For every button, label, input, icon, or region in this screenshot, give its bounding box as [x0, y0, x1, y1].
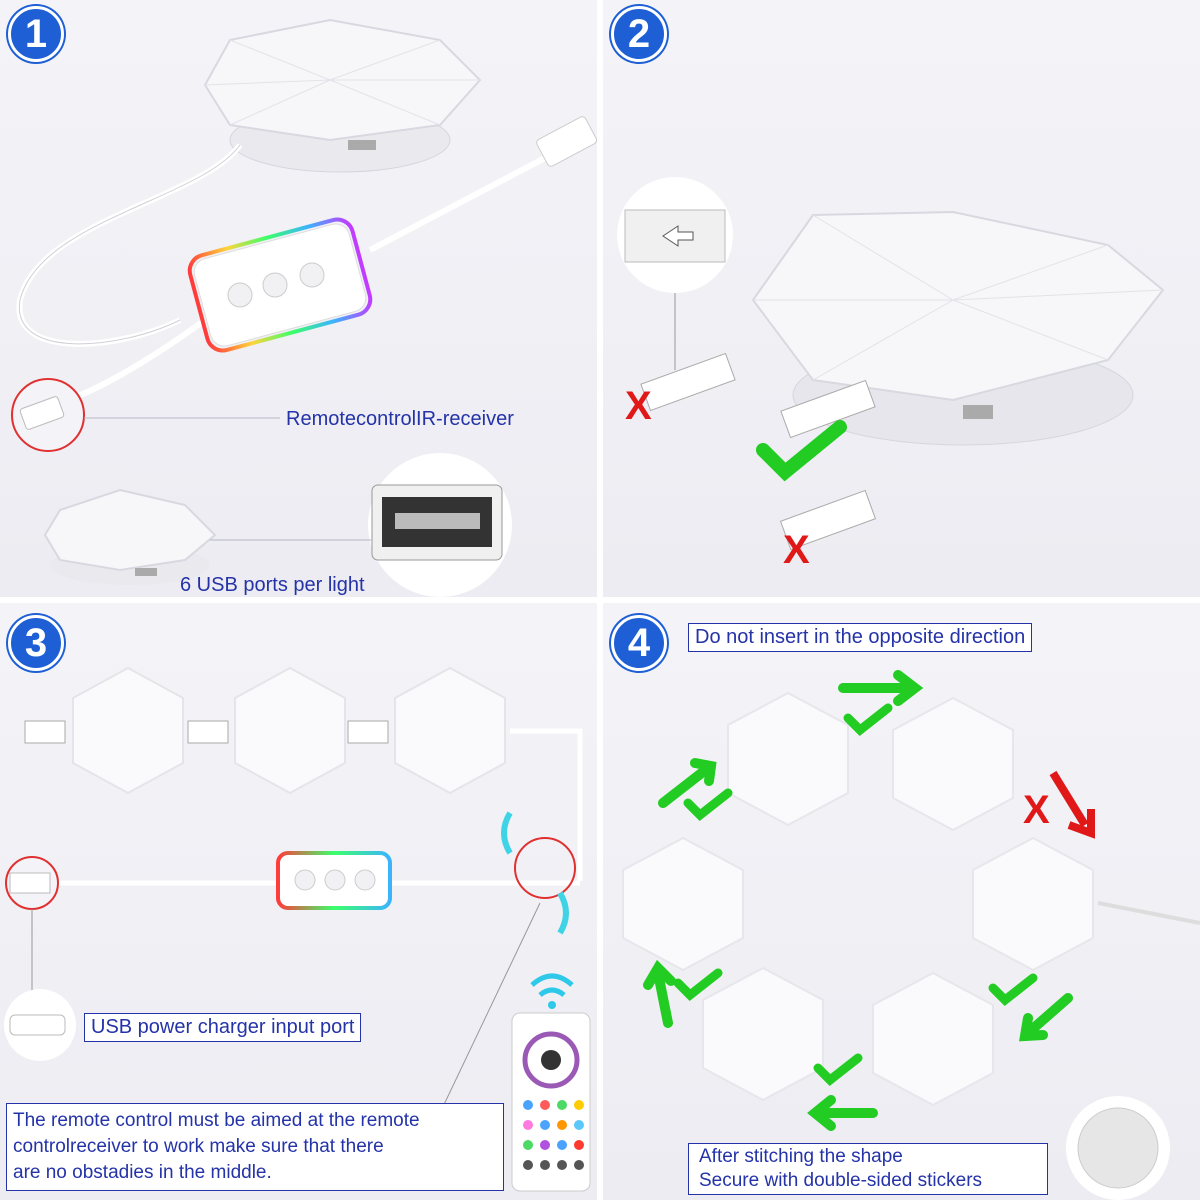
stitch-note-line: After stitching the shape [699, 1146, 903, 1167]
step-4-illustration [622, 670, 1200, 1200]
step-3-panel: 3 USB power charger input port The remot… [0, 603, 597, 1200]
hexagon-light-icon [203, 18, 482, 142]
usb-input-label: USB power charger input port [84, 1013, 362, 1042]
cross-icon: X [625, 384, 652, 428]
horizontal-divider [0, 597, 1200, 603]
check-icon [756, 420, 847, 482]
step-number-badge: 1 [8, 6, 64, 62]
step-1-illustration [11, 18, 597, 597]
hexagon-light-icon [72, 666, 506, 795]
check-icon [673, 703, 1038, 1087]
step-2-illustration [617, 177, 1165, 551]
hexagon-light-icon [622, 691, 1094, 1107]
arrow-icon [643, 670, 1073, 1131]
stitch-note-line: Secure with double-sided stickers [699, 1170, 983, 1191]
step-number-badge: 4 [611, 615, 667, 671]
arrow-icon [1049, 770, 1089, 828]
step-number-badge: 2 [611, 6, 667, 62]
step-3-illustration [4, 666, 591, 1192]
warning-label: Do not insert in the opposite direction [688, 623, 1033, 652]
cross-icon: X [1023, 788, 1050, 832]
usb-ports-label: 6 USB ports per light [180, 574, 365, 596]
remote-note-line: are no obstadies in the middle. [13, 1162, 272, 1183]
remote-note-box: The remote control must be aimed at the … [6, 1103, 504, 1191]
cross-icon: X [783, 528, 810, 572]
wifi-icon [530, 973, 574, 987]
controller-icon [276, 851, 392, 910]
hexagon-light-icon [751, 210, 1165, 402]
step-2-panel: X X 2 [603, 0, 1200, 597]
stitch-note-box: After stitching the shape Secure with do… [688, 1143, 1048, 1195]
remote-note-line: controlreceiver to work make sure that t… [13, 1136, 384, 1157]
step-4-panel: 4 X Do not insert in the opposite direct… [603, 603, 1200, 1200]
step-1-panel: 1 RemotecontrolIR-receiver 6 USB ports p… [0, 0, 597, 597]
step-number-badge: 3 [8, 615, 64, 671]
remote-icon [511, 1012, 591, 1192]
remote-note-line: The remote control must be aimed at the … [13, 1110, 420, 1131]
controller-icon [187, 217, 373, 353]
receiver-label: RemotecontrolIR-receiver [286, 408, 514, 430]
